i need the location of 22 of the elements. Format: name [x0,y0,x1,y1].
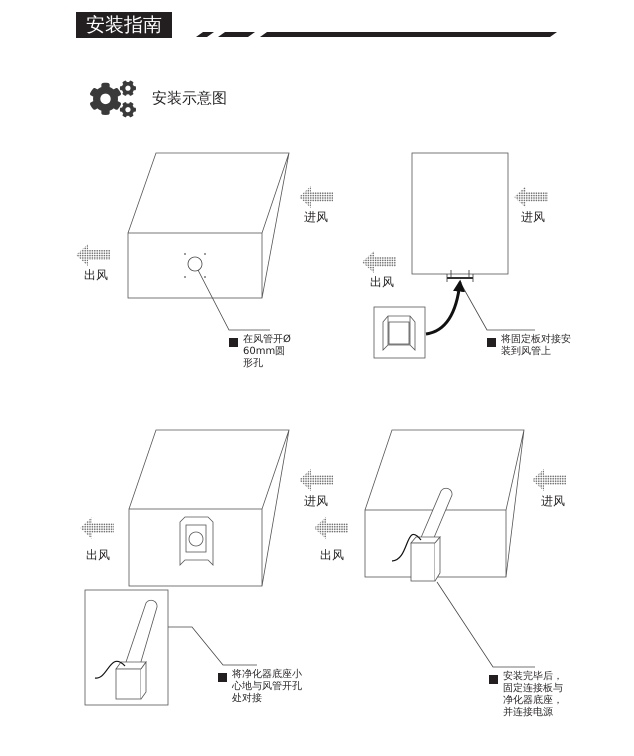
airflow-label: 出风 [86,548,110,562]
airflow-label: 进风 [541,494,565,508]
airflow-label: 进风 [304,494,328,508]
callout-text: 安装完毕后，固定连接板与净化器底座，并连接电源 [503,671,564,719]
callout-text: 在风管开Ø60mm圆形孔 [243,334,291,370]
airflow-label: 进风 [521,210,545,224]
section-heading: 安装示意图 [152,89,227,107]
airflow-label: 出风 [370,275,394,290]
round-hole [188,256,202,272]
airflow-label: 进风 [304,210,328,224]
curved-arrow [426,280,465,336]
leader-line [436,582,536,668]
leader-line [168,626,258,666]
plate-drawing [374,306,426,358]
leader-line [198,270,270,330]
section-title: 安装指南 [76,12,172,38]
mounting-plate [446,270,474,282]
airflow-label: 出风 [320,548,344,562]
callout-text: 将固定板对接安装到风管上 [501,334,572,358]
purifier-drawing [84,590,168,706]
airflow-label: 出风 [84,268,108,282]
callout-text: 将净化器底座小心地与风管开孔处对接 [232,669,303,705]
